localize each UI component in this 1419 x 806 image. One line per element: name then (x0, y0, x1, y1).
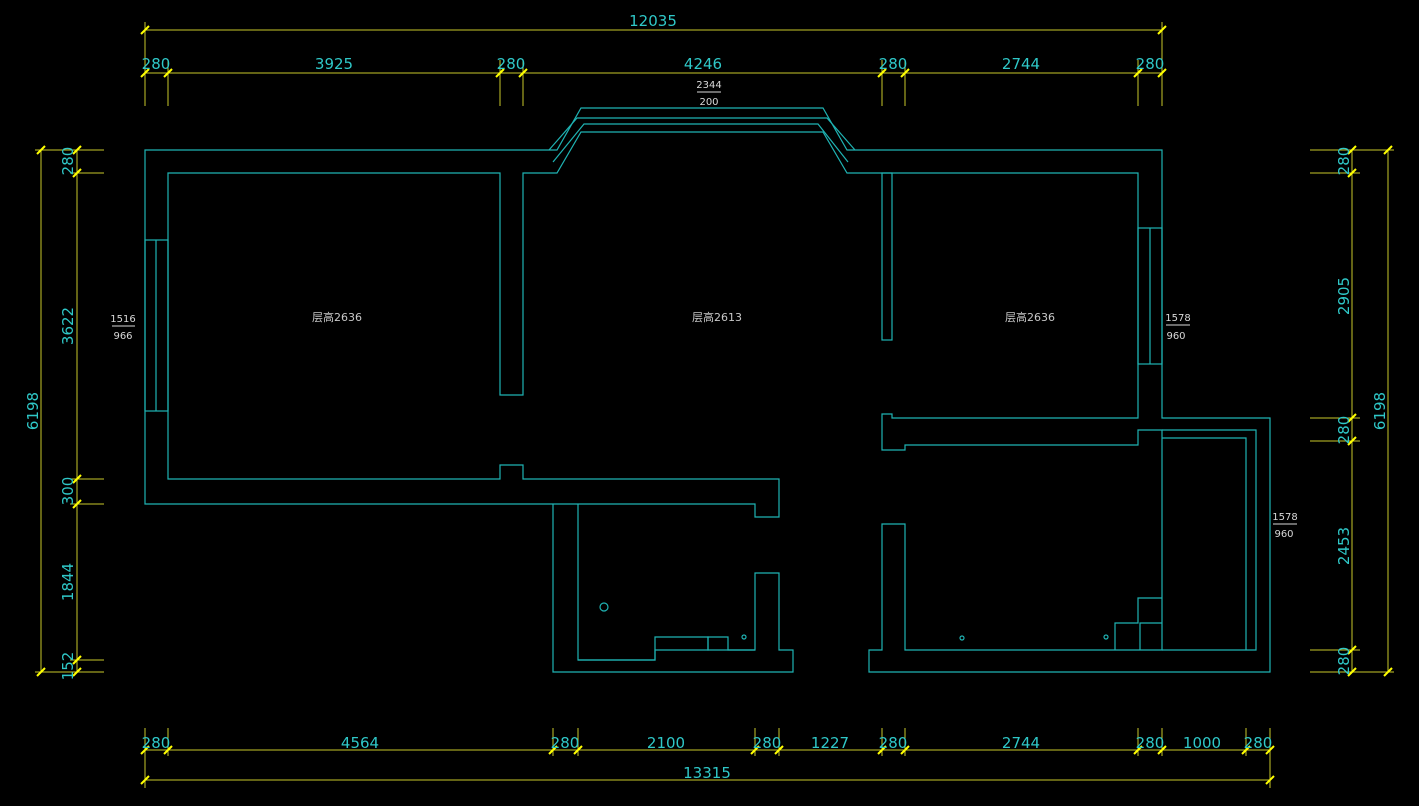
dim-right-total: 6198 (1371, 392, 1389, 430)
dim-bottom-seg: 280 (1244, 734, 1273, 752)
dim-top-seg: 280 (142, 55, 171, 73)
dim-bottom-seg: 1000 (1183, 734, 1221, 752)
dim-left-seg: 1844 (59, 563, 77, 601)
window-sill: 966 (113, 331, 132, 342)
dim-left-seg: 280 (59, 147, 77, 176)
dim-left-seg: 152 (59, 652, 77, 681)
drain-icon (741, 634, 747, 640)
balcony-window-line-1 (1162, 429, 1257, 651)
window-sill: 200 (699, 97, 718, 108)
outer-wall-left-block (144, 107, 1271, 673)
walls (144, 107, 1271, 673)
dim-bottom-total: 13315 (683, 764, 731, 782)
dim-top-seg: 280 (879, 55, 908, 73)
dimension-labels: 12035 280 3925 280 4246 280 2744 280 280… (24, 12, 1389, 782)
bay-window-mid-line (552, 123, 849, 163)
dim-left-seg: 3622 (59, 307, 77, 345)
window-width: 1578 (1165, 313, 1190, 324)
dim-bottom-seg: 280 (753, 734, 782, 752)
dim-bottom-seg: 280 (879, 734, 908, 752)
floor-drain-icon (599, 602, 609, 612)
dim-bottom-seg: 4564 (341, 734, 379, 752)
dim-bottom-seg: 280 (551, 734, 580, 752)
window-annotations: 1516 966 2344 200 1578 960 1578 960 (110, 80, 1297, 540)
window-tag-right-upper: 1578 960 (1165, 313, 1190, 342)
window-width: 2344 (696, 80, 721, 91)
dim-right-seg: 280 (1335, 416, 1353, 445)
room-height-label-left: 层高2636 (312, 310, 362, 324)
window-width: 1516 (110, 314, 135, 325)
dim-bottom-seg: 1227 (811, 734, 849, 752)
dim-left-total: 6198 (24, 392, 42, 430)
dim-bottom-seg: 2744 (1002, 734, 1040, 752)
dim-top-seg: 280 (1136, 55, 1165, 73)
window-tag-bay: 2344 200 (696, 80, 721, 108)
dim-right-seg: 2453 (1335, 527, 1353, 565)
dim-right-seg: 280 (1335, 647, 1353, 676)
window-tag-right-lower: 1578 960 (1272, 512, 1297, 540)
dimension-lines (35, 22, 1394, 788)
dim-top-seg: 2744 (1002, 55, 1040, 73)
dim-right-seg: 2905 (1335, 277, 1353, 315)
dim-right-seg: 280 (1335, 147, 1353, 176)
window-sill: 960 (1274, 529, 1293, 540)
drain-icon (1103, 634, 1109, 640)
dim-bottom-seg: 280 (1136, 734, 1165, 752)
dim-top-total: 12035 (629, 12, 677, 30)
dim-left-seg: 300 (59, 477, 77, 506)
window-width: 1578 (1272, 512, 1297, 523)
window-sill: 960 (1166, 331, 1185, 342)
partition-wall (881, 172, 893, 341)
room-height-label-right: 层高2636 (1005, 310, 1055, 324)
balcony-window-line-2 (1162, 437, 1247, 650)
dim-top-seg: 4246 (684, 55, 722, 73)
room-labels: 层高2636 层高2613 层高2636 (312, 310, 1055, 324)
dim-top-seg: 280 (497, 55, 526, 73)
window-tag-left: 1516 966 (110, 314, 135, 342)
bay-window-inner-line (548, 117, 856, 151)
room-height-label-middle: 层高2613 (692, 310, 742, 324)
bathroom-walls (552, 504, 794, 673)
bathroom-fixture (578, 636, 755, 661)
dim-bottom-seg: 280 (142, 734, 171, 752)
dim-top-seg: 3925 (315, 55, 353, 73)
dim-bottom-seg: 2100 (647, 734, 685, 752)
dimension-ticks (36, 25, 1393, 785)
drain-icon (959, 635, 965, 641)
